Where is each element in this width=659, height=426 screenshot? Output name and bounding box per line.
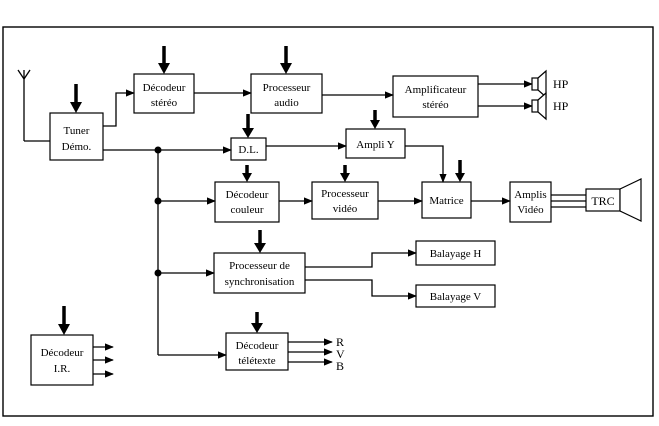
block-decodeur-ir-line1: Décodeur bbox=[41, 347, 84, 359]
block-tuner: Tuner Démo. bbox=[49, 112, 104, 161]
block-amplificateur-stereo-line2: stéréo bbox=[422, 99, 449, 111]
control-arrows bbox=[58, 46, 465, 335]
block-processeur-synchro-line2: synchronisation bbox=[225, 276, 295, 288]
block-processeur-video-line1: Processeur bbox=[321, 188, 369, 200]
block-balayage-v-label: Balayage V bbox=[430, 291, 481, 303]
block-ampli-y-label: Ampli Y bbox=[356, 139, 394, 151]
block-processeur-video-line2: vidéo bbox=[333, 203, 358, 215]
block-decodeur-couleur: Décodeur couleur bbox=[214, 181, 280, 223]
speaker-top-icon bbox=[531, 69, 547, 99]
crt-tube-icon bbox=[585, 178, 642, 222]
output-b-label: B bbox=[336, 359, 344, 373]
block-amplificateur-stereo: Amplificateur stéréo bbox=[392, 75, 479, 118]
block-decodeur-stereo-line1: Décodeur bbox=[143, 82, 186, 94]
block-amplis-video: Amplis Vidéo bbox=[509, 181, 552, 223]
block-decodeur-ir: Décodeur I.R. bbox=[30, 334, 94, 386]
block-amplis-video-line2: Vidéo bbox=[517, 204, 544, 216]
block-decodeur-teletexte-line1: Décodeur bbox=[236, 340, 279, 352]
block-amplificateur-stereo-line1: Amplificateur bbox=[405, 84, 467, 96]
block-dl-label: D.L. bbox=[238, 144, 258, 156]
block-decodeur-ir-line2: I.R. bbox=[54, 363, 71, 375]
block-decodeur-couleur-line1: Décodeur bbox=[226, 189, 269, 201]
block-processeur-audio: Processeur audio bbox=[250, 73, 323, 114]
output-r-label: R bbox=[336, 335, 344, 349]
block-processeur-audio-line1: Processeur bbox=[263, 82, 311, 94]
block-amplis-video-line1: Amplis bbox=[514, 189, 546, 201]
antenna-icon bbox=[17, 69, 50, 142]
block-balayage-v: Balayage V bbox=[415, 284, 496, 308]
output-v-label: V bbox=[336, 347, 345, 361]
block-ampli-y: Ampli Y bbox=[345, 128, 406, 159]
block-decodeur-couleur-line2: couleur bbox=[231, 204, 264, 216]
block-processeur-audio-line2: audio bbox=[274, 97, 299, 109]
block-processeur-synchro-line1: Processeur de bbox=[229, 260, 290, 272]
speaker-bottom-label: HP bbox=[553, 99, 569, 113]
block-balayage-h: Balayage H bbox=[415, 240, 496, 266]
block-decodeur-stereo: Décodeur stéréo bbox=[133, 73, 195, 114]
block-matrice: Matrice bbox=[421, 181, 472, 219]
block-tuner-line2: Démo. bbox=[62, 141, 92, 153]
block-decodeur-stereo-line2: stéréo bbox=[151, 97, 178, 109]
block-matrice-label: Matrice bbox=[429, 195, 463, 207]
block-decodeur-teletexte-line2: télétexte bbox=[238, 355, 275, 367]
speaker-top-label: HP bbox=[553, 77, 569, 91]
crt-label: TRC bbox=[591, 194, 614, 208]
junction-dots bbox=[154, 146, 162, 277]
block-processeur-synchro: Processeur de synchronisation bbox=[213, 252, 306, 294]
diagram-frame bbox=[2, 26, 654, 417]
speaker-bottom-icon bbox=[531, 91, 547, 121]
block-dl: D.L. bbox=[230, 137, 267, 161]
block-tuner-line1: Tuner bbox=[64, 125, 90, 137]
block-decodeur-teletexte: Décodeur télétexte bbox=[225, 332, 289, 371]
signal-wires bbox=[93, 80, 586, 378]
block-balayage-h-label: Balayage H bbox=[430, 248, 482, 260]
block-processeur-video: Processeur vidéo bbox=[311, 181, 379, 220]
